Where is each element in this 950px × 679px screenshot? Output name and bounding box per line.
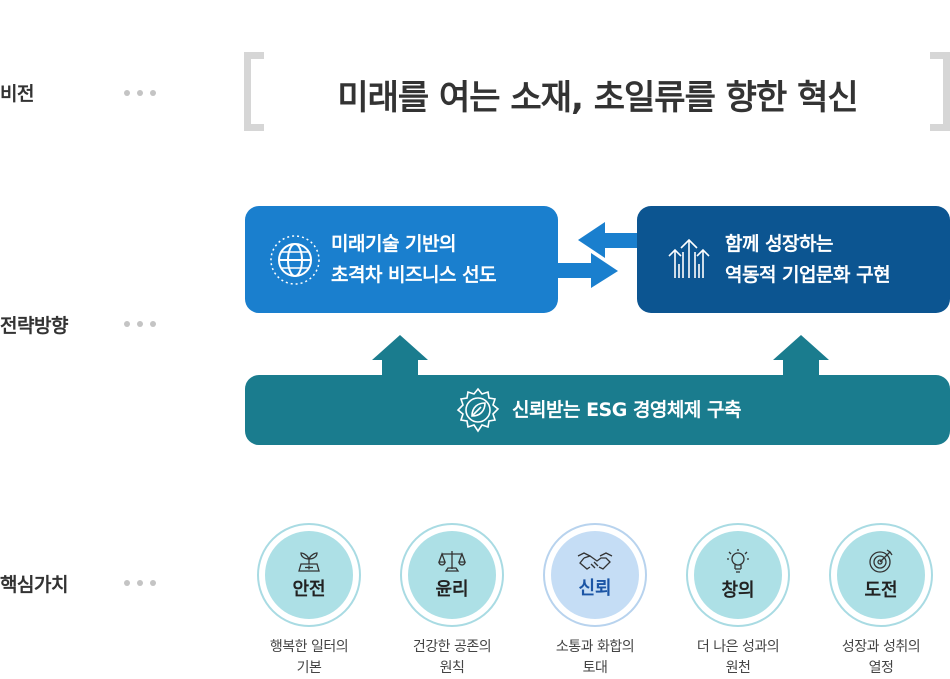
value-safety-core: 안전 — [265, 531, 353, 619]
value-creativity-ring: 창의 — [686, 523, 790, 627]
vision-dots — [124, 90, 156, 96]
strategy-culture-box: 함께 성장하는 역동적 기업문화 구현 — [637, 206, 950, 313]
value-challenge: 도전 성장과 성취의 열정 — [827, 523, 935, 679]
value-desc-line1: 행복한 일터의 — [269, 639, 349, 655]
value-desc-line1: 건강한 공존의 — [412, 639, 492, 655]
value-ethics-core: 윤리 — [408, 531, 496, 619]
strategy-dots — [124, 321, 156, 327]
strategy-tech-line2: 초격차 비즈니스 선도 — [331, 263, 497, 286]
value-ethics: 윤리 건강한 공존의 원칙 — [398, 523, 506, 679]
value-safety-ring: 안전 — [257, 523, 361, 627]
value-desc-line1: 성장과 성취의 — [841, 639, 921, 655]
values-dots — [124, 580, 156, 586]
eco-gear-icon — [456, 387, 500, 433]
value-creativity-core: 창의 — [694, 531, 782, 619]
value-desc-line2: 기본 — [296, 660, 322, 676]
value-challenge-core: 도전 — [837, 531, 925, 619]
values-label: 핵심가치 — [0, 574, 68, 596]
seedling-icon — [298, 552, 320, 572]
handshake-icon — [577, 552, 613, 570]
strategy-tech-box: 미래기술 기반의 초격차 비즈니스 선도 — [245, 206, 558, 313]
value-safety: 안전 행복한 일터의 기본 — [255, 523, 363, 679]
globe-icon — [270, 234, 320, 285]
value-name: 창의 — [721, 580, 755, 601]
value-name: 윤리 — [435, 579, 469, 600]
vision-statement: 미래를 여는 소재, 초일류를 향한 혁신 — [337, 78, 858, 118]
value-desc-line2: 원천 — [725, 660, 751, 676]
lightbulb-icon — [727, 549, 749, 573]
growth-arrows-icon — [668, 238, 710, 278]
strategy-tech-line1: 미래기술 기반의 — [331, 232, 456, 255]
strategy-esg-text: 신뢰받는 ESG 경영체제 구축 — [512, 398, 741, 421]
value-desc-line2: 토대 — [582, 660, 608, 676]
left-bracket — [244, 52, 264, 131]
up-arrow-right — [773, 335, 829, 376]
right-bracket — [930, 52, 950, 131]
value-name: 도전 — [864, 580, 898, 601]
strategy-esg-box: 신뢰받는 ESG 경영체제 구축 — [245, 375, 950, 445]
left-arrow — [578, 222, 640, 258]
scales-icon — [438, 551, 466, 572]
strategy-label: 전략방향 — [0, 315, 68, 337]
value-creativity: 창의 더 나은 성과의 원천 — [684, 523, 792, 679]
value-name: 신뢰 — [578, 578, 612, 599]
target-icon — [869, 549, 893, 573]
up-arrow-left — [372, 335, 428, 376]
value-desc-line2: 원칙 — [439, 660, 465, 676]
right-arrow — [556, 253, 618, 288]
vision-label: 비전 — [0, 83, 34, 105]
value-ethics-ring: 윤리 — [400, 523, 504, 627]
value-name: 안전 — [292, 579, 326, 600]
value-trust-core: 신뢰 — [551, 531, 639, 619]
value-trust-ring: 신뢰 — [543, 523, 647, 627]
strategy-culture-line1: 함께 성장하는 — [725, 232, 834, 255]
strategy-culture-line2: 역동적 기업문화 구현 — [725, 263, 891, 286]
value-desc-line1: 더 나은 성과의 — [696, 639, 780, 655]
value-trust: 신뢰 소통과 화합의 토대 — [541, 523, 649, 679]
value-challenge-ring: 도전 — [829, 523, 933, 627]
value-desc-line2: 열정 — [868, 660, 894, 676]
value-desc-line1: 소통과 화합의 — [555, 639, 635, 655]
